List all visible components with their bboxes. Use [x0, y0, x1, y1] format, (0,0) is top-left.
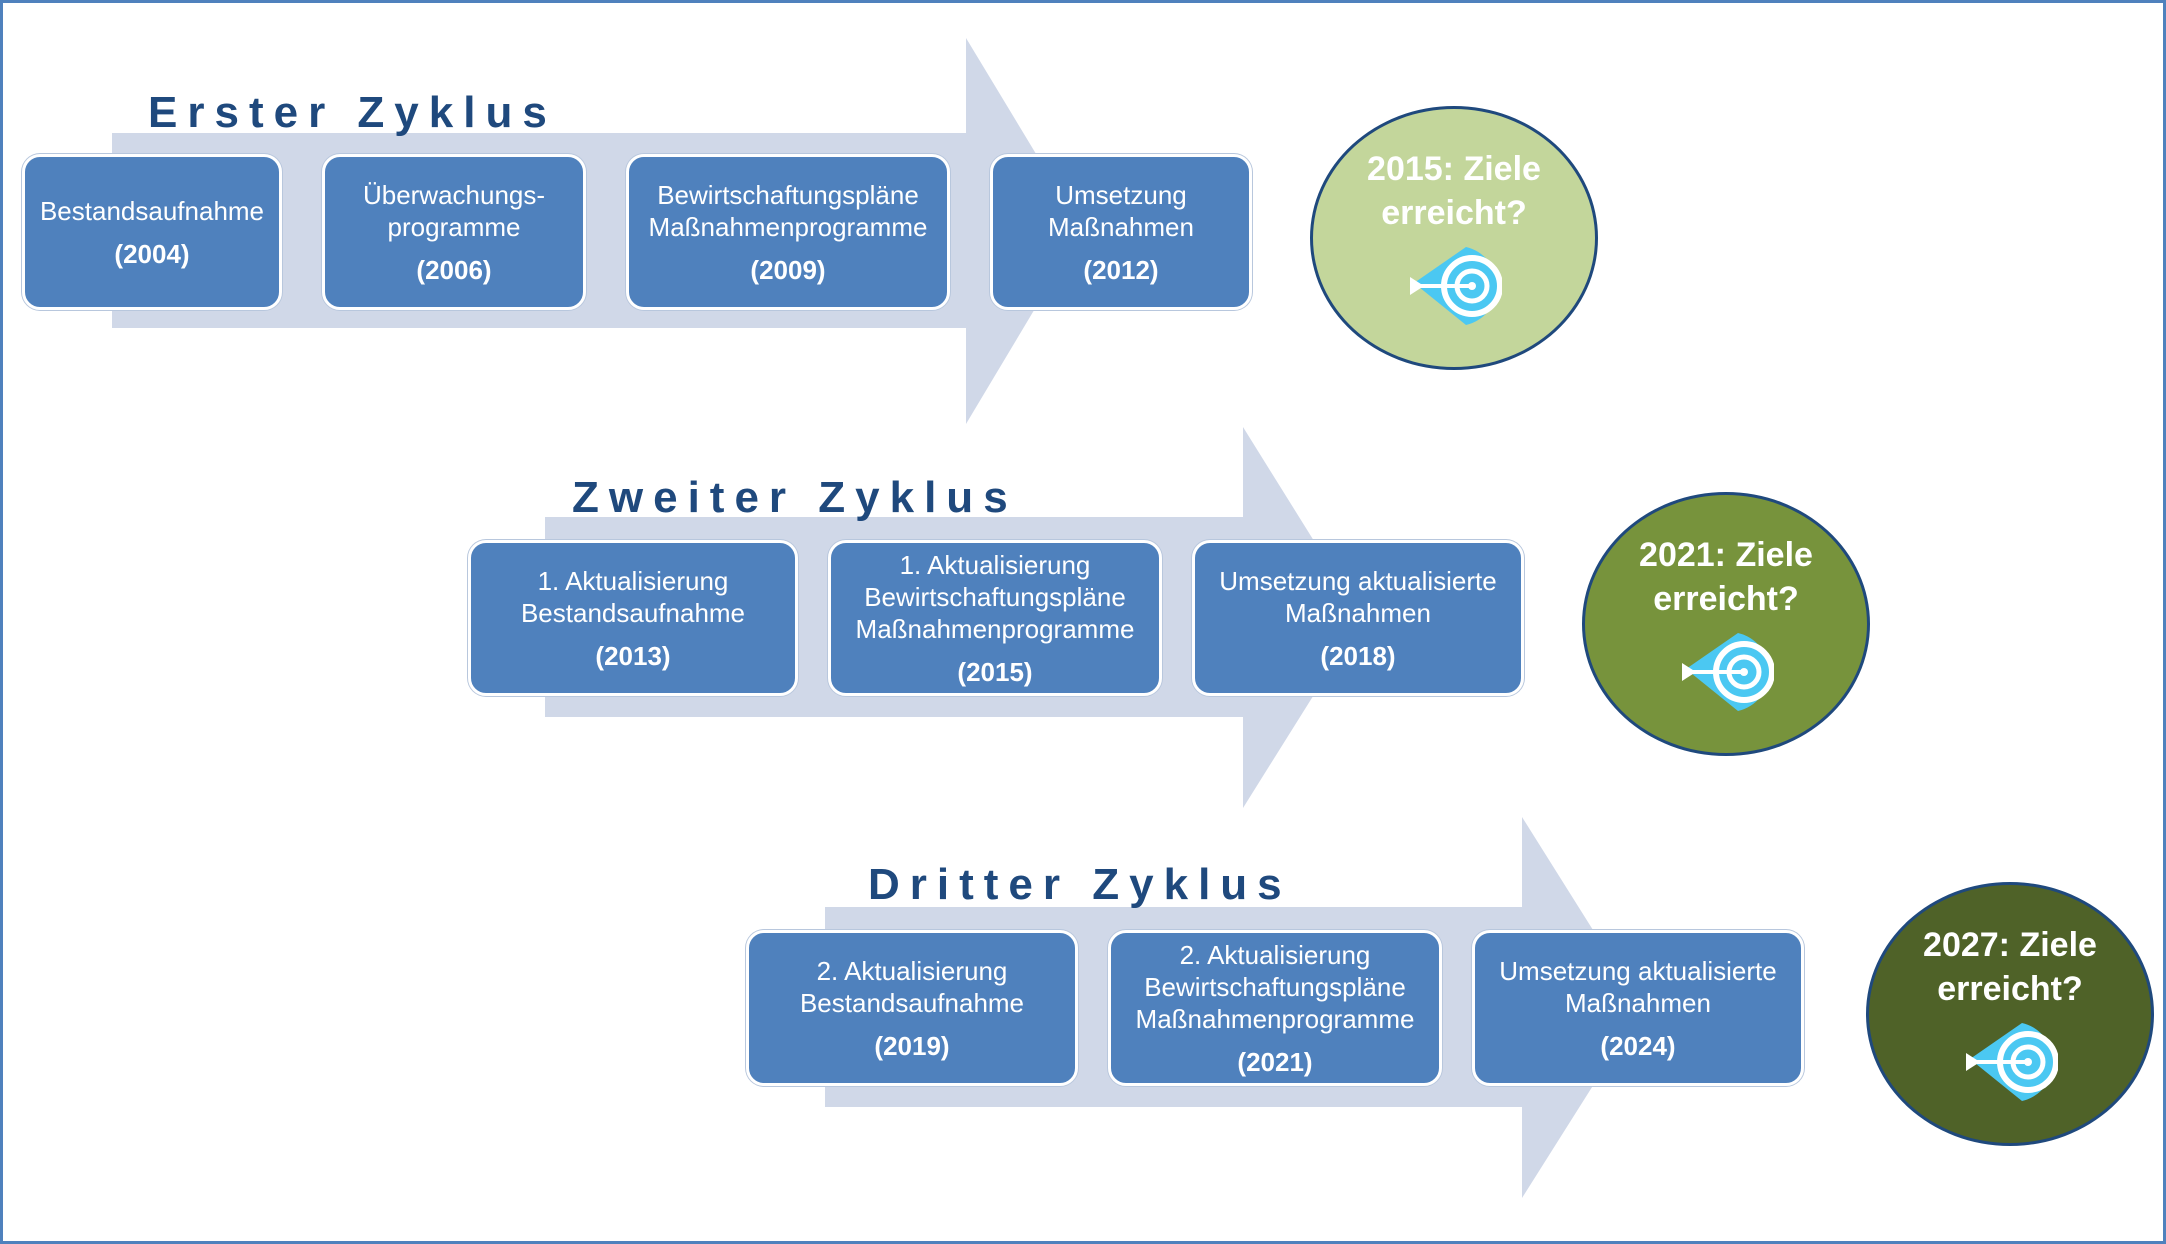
- step-label: 2. Aktualisierung Bestandsaufnahme: [799, 955, 1025, 1018]
- cycle-2-goal: 2021: Ziele erreicht?: [1582, 492, 1870, 756]
- step-year: (2021): [1237, 1046, 1313, 1077]
- cycle-3-step-1: 2. Aktualisierung Bestandsaufnahme (2019…: [746, 930, 1078, 1086]
- target-icon: [1410, 247, 1502, 325]
- goal-text: 2015: Ziele erreicht?: [1367, 150, 1541, 232]
- cycle-1-arrow: [112, 38, 1082, 424]
- step-label: 2. Aktualisierung Bewirtschaftungspläne …: [1135, 939, 1415, 1034]
- step-year: (2019): [874, 1030, 950, 1061]
- cycle-1-step-3: Bewirtschaftungspläne Maßnahmenprogramme…: [626, 154, 950, 310]
- cycle-2-step-2: 1. Aktualisierung Bewirtschaftungspläne …: [828, 540, 1162, 696]
- step-label: Umsetzung Maßnahmen: [1048, 179, 1194, 242]
- step-year: (2006): [416, 254, 492, 285]
- step-label: Umsetzung aktualisierte Maßnahmen: [1219, 565, 1497, 628]
- cycle-3-title: Dritter Zyklus: [868, 860, 1292, 909]
- cycle-1-step-1: Bestandsaufnahme (2004): [22, 154, 282, 310]
- cycle-1-title: Erster Zyklus: [148, 88, 557, 137]
- goal-text: 2027: Ziele erreicht?: [1923, 926, 2097, 1008]
- step-year: (2015): [957, 656, 1033, 687]
- step-year: (2009): [750, 254, 826, 285]
- step-year: (2004): [114, 238, 190, 269]
- step-label: Bestandsaufnahme: [39, 195, 265, 226]
- step-label: Bewirtschaftungspläne Maßnahmenprogramme: [648, 179, 928, 242]
- target-icon: [1682, 633, 1774, 711]
- step-label: 1. Aktualisierung Bestandsaufnahme: [520, 565, 746, 628]
- cycle-1-step-2: Überwachungs- programme (2006): [322, 154, 586, 310]
- step-label: Umsetzung aktualisierte Maßnahmen: [1499, 955, 1777, 1018]
- step-label: Überwachungs- programme: [362, 179, 546, 242]
- cycle-2-step-1: 1. Aktualisierung Bestandsaufnahme (2013…: [468, 540, 798, 696]
- cycle-1-goal: 2015: Ziele erreicht?: [1310, 106, 1598, 370]
- cycle-3-goal: 2027: Ziele erreicht?: [1866, 882, 2154, 1146]
- cycle-3-step-2: 2. Aktualisierung Bewirtschaftungspläne …: [1108, 930, 1442, 1086]
- cycle-3-step-3: Umsetzung aktualisierte Maßnahmen (2024): [1472, 930, 1804, 1086]
- step-year: (2012): [1083, 254, 1159, 285]
- goal-text: 2021: Ziele erreicht?: [1639, 536, 1813, 618]
- cycle-1-step-4: Umsetzung Maßnahmen (2012): [990, 154, 1252, 310]
- target-icon: [1966, 1023, 2058, 1101]
- step-year: (2018): [1320, 640, 1396, 671]
- step-year: (2013): [595, 640, 671, 671]
- cycle-2-title: Zweiter Zyklus: [572, 473, 1018, 522]
- step-year: (2024): [1600, 1030, 1676, 1061]
- step-label: 1. Aktualisierung Bewirtschaftungspläne …: [855, 549, 1135, 644]
- cycle-2-step-3: Umsetzung aktualisierte Maßnahmen (2018): [1192, 540, 1524, 696]
